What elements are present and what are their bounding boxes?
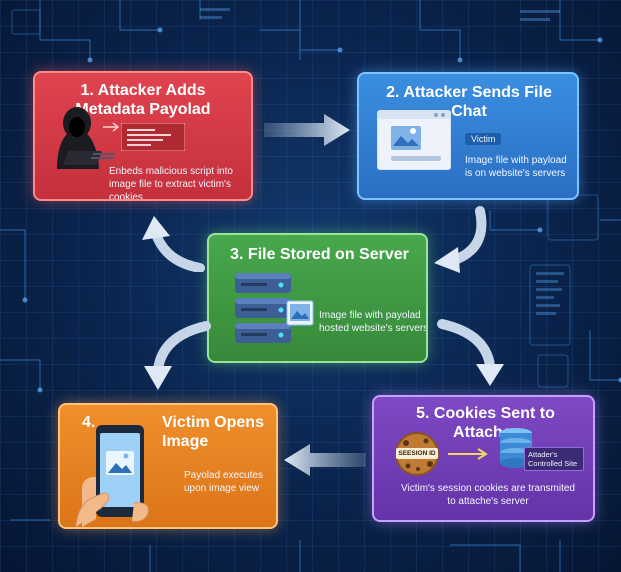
step-1-card: 1. Attacker Adds Metadata Payolad Enbeds… <box>33 71 253 201</box>
arrow-step5-to-step4 <box>284 444 366 476</box>
cookie-label: SEESION ID <box>398 450 436 457</box>
step-2-title: 2. Attacker Sends File Chat <box>386 84 552 120</box>
arrow-right-icon <box>448 448 488 460</box>
arrow-step2-to-step3 <box>434 206 487 273</box>
arrow-step3-to-step4 <box>144 321 211 390</box>
database-icon <box>500 428 532 468</box>
step-1-desc: Enbeds malicious script into image file … <box>109 166 233 201</box>
arrow-step3-to-step5 <box>437 319 504 386</box>
step-4-card: 4. Victim Opens Image Payolad executes u… <box>58 403 278 529</box>
step-2-card: 2. Attacker Sends File Chat Victim Image… <box>357 72 579 200</box>
arrow-step3-to-step1 <box>142 216 205 272</box>
step-4-title: Victim Opens Image <box>162 414 264 450</box>
browser-window-icon <box>377 110 451 170</box>
step-4-number: 4. <box>82 414 96 431</box>
cookie-icon <box>395 432 439 476</box>
step-5-desc: Victim's session cookies are transmited … <box>400 483 575 507</box>
controlled-site-label: Attader's Controlled Site <box>524 447 584 471</box>
step-5-card: 5. Cookies Sent to Attacher SEESION ID A… <box>372 395 595 522</box>
step-3-title: 3. File Stored on Server <box>230 246 409 263</box>
step-3-card: 3. File Stored on Server Image file with… <box>207 233 428 363</box>
server-rack-icon <box>235 273 314 343</box>
arrow-step1-to-step2 <box>264 114 350 146</box>
step-3-desc: Image file with payolad hosted website's… <box>319 310 428 334</box>
arrow-right-icon <box>103 122 120 132</box>
victim-label: Victim <box>465 133 502 145</box>
hacker-icon <box>57 107 115 169</box>
smartphone-icon <box>75 425 149 527</box>
code-window-icon <box>121 123 185 151</box>
step-4-desc: Payolad executes upon image view <box>184 470 263 494</box>
step-2-desc: Image file with payload is on website's … <box>465 155 567 179</box>
step-1-title: 1. Attacker Adds Metadata Payolad <box>75 82 211 118</box>
